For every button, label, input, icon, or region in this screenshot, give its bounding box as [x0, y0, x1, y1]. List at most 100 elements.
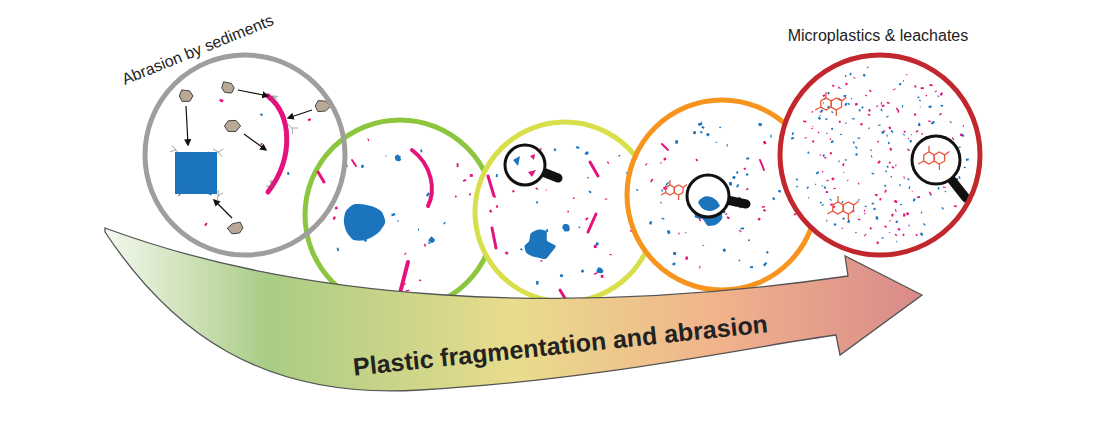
microplastic-speck [367, 138, 369, 141]
molecule-bond [836, 110, 837, 116]
microplastic-speck [536, 281, 539, 285]
microplastic-speck [871, 155, 873, 158]
microplastic-speck [908, 138, 910, 140]
microplastic-speck [391, 213, 395, 216]
microplastic-speck [829, 138, 831, 140]
plastic-block [175, 152, 217, 194]
microplastic-speck [823, 102, 825, 104]
abrasion-mark [178, 192, 182, 196]
abrasion-mark [292, 128, 298, 129]
magnifier-icon [912, 136, 966, 198]
microplastic-speck [845, 159, 847, 160]
microplastic-speck [335, 206, 338, 209]
microplastic-speck [944, 190, 946, 192]
abrasion-mark [218, 152, 222, 157]
microplastic-speck [842, 217, 845, 220]
microplastic-speck [966, 158, 969, 161]
microplastic-speck [308, 118, 311, 121]
molecule-ring [934, 152, 944, 164]
microplastic-speck [878, 124, 881, 126]
microplastic-speck [863, 74, 866, 77]
microplastic-speck [811, 111, 813, 113]
microplastic-speck [895, 165, 896, 167]
microplastic-speck [851, 98, 852, 100]
microplastic-speck [827, 92, 830, 95]
microplastic-speck [424, 243, 426, 246]
microplastic-speck [428, 242, 431, 244]
microplastic-speck [928, 121, 930, 123]
microplastic-speck [921, 211, 923, 214]
microplastic-speck [725, 213, 727, 215]
microplastic-speck [701, 126, 704, 129]
microplastic-speck [778, 190, 781, 193]
abrasion-mark [218, 149, 223, 152]
microplastic-speck [844, 102, 847, 106]
microplastic-speck [287, 172, 290, 175]
microplastic-speck [609, 254, 612, 256]
microplastic-speck [964, 167, 966, 168]
microplastic-speck [588, 190, 591, 193]
microplastic-speck [891, 176, 893, 178]
microplastic-speck [884, 225, 887, 228]
arrow-body [105, 228, 922, 391]
microplastic-speck [808, 197, 809, 199]
microplastic-speck [895, 209, 897, 212]
microplastic-speck [219, 99, 223, 103]
microplastic-speck [706, 133, 710, 137]
molecule-bond [683, 185, 687, 188]
microplastic-speck [853, 77, 856, 79]
microplastic-speck [908, 225, 910, 227]
fiber-fragment [590, 162, 598, 176]
abrasion-mark [266, 186, 272, 187]
molecule-bond [939, 164, 940, 170]
microplastic-speck [881, 237, 883, 239]
microplastic-speck [540, 148, 541, 150]
circle-outline [780, 55, 980, 255]
microplastic-speck [545, 189, 547, 190]
microplastic-speck [937, 95, 939, 97]
microplastic-speck [925, 95, 927, 97]
microplastic-speck [746, 173, 749, 176]
microplastic-speck [750, 266, 753, 268]
microplastic-speck [845, 83, 848, 86]
microplastic-speck [826, 180, 829, 182]
microplastic-speck [695, 159, 698, 162]
microplastic-speck [914, 113, 916, 115]
microplastic-speck [886, 116, 888, 118]
microplastic-speck [763, 262, 767, 266]
microplastic-speck [505, 251, 509, 254]
microplastic-speck [496, 174, 498, 177]
microplastic-speck [581, 269, 585, 273]
microplastic-speck [762, 206, 765, 208]
microplastic-speck [929, 191, 932, 194]
microplastic-speck [831, 111, 833, 113]
impact-arrow [214, 200, 232, 218]
microplastic-speck [889, 232, 890, 233]
abrasion-mark [178, 192, 183, 196]
molecule-bond [669, 180, 670, 185]
molecule-bond [661, 193, 666, 196]
microplastic-speck [873, 208, 875, 210]
fiber-fragment [662, 144, 668, 150]
microplastic-speck [852, 118, 855, 119]
microplastic-speck [921, 87, 924, 89]
plastic-blob [562, 224, 569, 232]
abrasion-mark [213, 149, 218, 152]
molecule-bond [842, 97, 847, 101]
molecule-bond [827, 211, 833, 214]
magnifier-icon [687, 175, 746, 217]
microplastic-speck [907, 149, 910, 152]
microplastic-speck [397, 220, 398, 222]
microplastic-speck [940, 92, 943, 96]
microplastic-speck [855, 146, 858, 149]
microplastic-speck [855, 103, 858, 106]
microplastic-speck [819, 111, 821, 112]
microplastic-speck [820, 201, 822, 203]
microplastic-speck [404, 252, 407, 255]
microplastic-speck [939, 113, 942, 116]
microplastic-speck [912, 191, 913, 192]
molecule-ring [833, 202, 843, 214]
tiny-fragment [513, 156, 520, 166]
microplastic-speck [904, 131, 906, 133]
microplastic-speck [812, 126, 813, 127]
